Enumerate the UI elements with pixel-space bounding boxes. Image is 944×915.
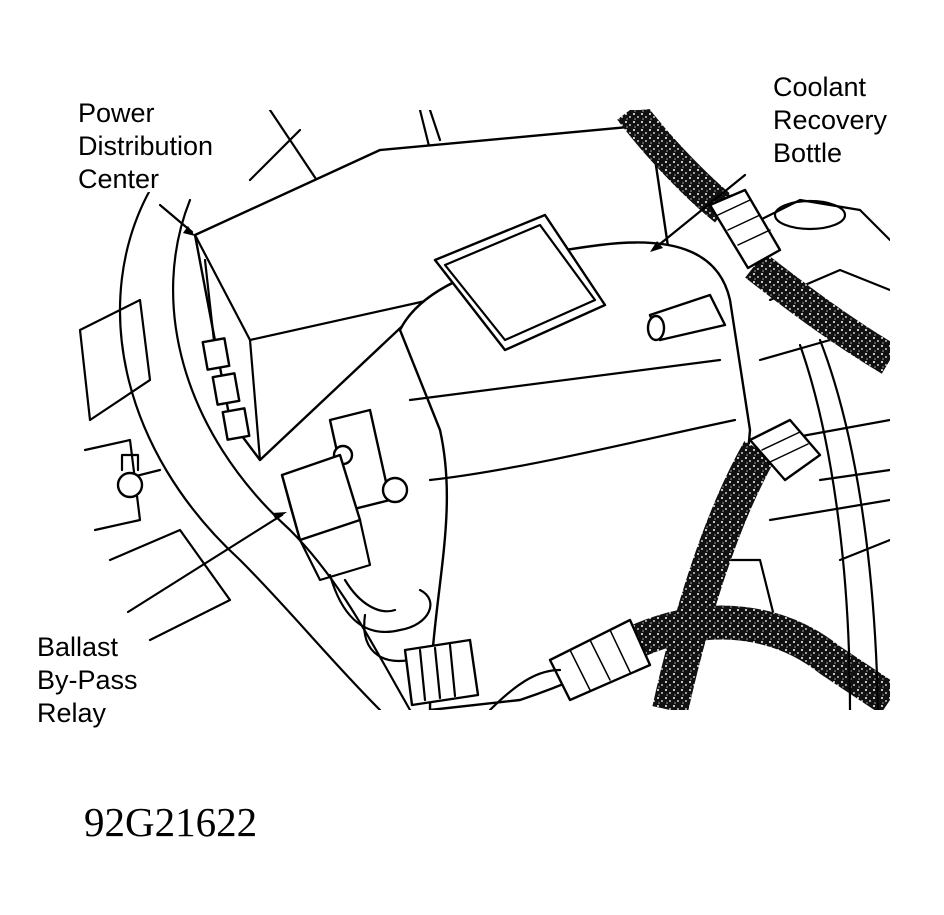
pdc-arrowhead	[183, 226, 195, 236]
relay-arrowhead	[272, 512, 287, 520]
coolant-arrowhead	[650, 241, 663, 252]
figure-id: 92G21622	[84, 799, 258, 845]
background-engine-parts	[78, 108, 890, 642]
left-curved-tube	[118, 188, 412, 710]
relay-connector	[403, 638, 480, 707]
power-distribution-center-label: Power Distribution Center	[78, 98, 214, 194]
ballast-bypass-relay-label: Ballast By-Pass Relay	[37, 632, 138, 728]
relay-wiring	[328, 573, 480, 707]
ballast-bypass-relay	[280, 453, 372, 582]
leader-lines	[126, 173, 747, 614]
relay-leader-line	[126, 513, 284, 614]
power-distribution-center-box	[193, 123, 672, 462]
pdc-leader-line	[158, 203, 194, 234]
coolant-recovery-bottle-label: Coolant Recovery Bottle	[773, 72, 888, 168]
hose-fittings	[488, 188, 880, 710]
bolt-nut	[116, 471, 144, 499]
coolant-leader-line	[653, 173, 747, 250]
